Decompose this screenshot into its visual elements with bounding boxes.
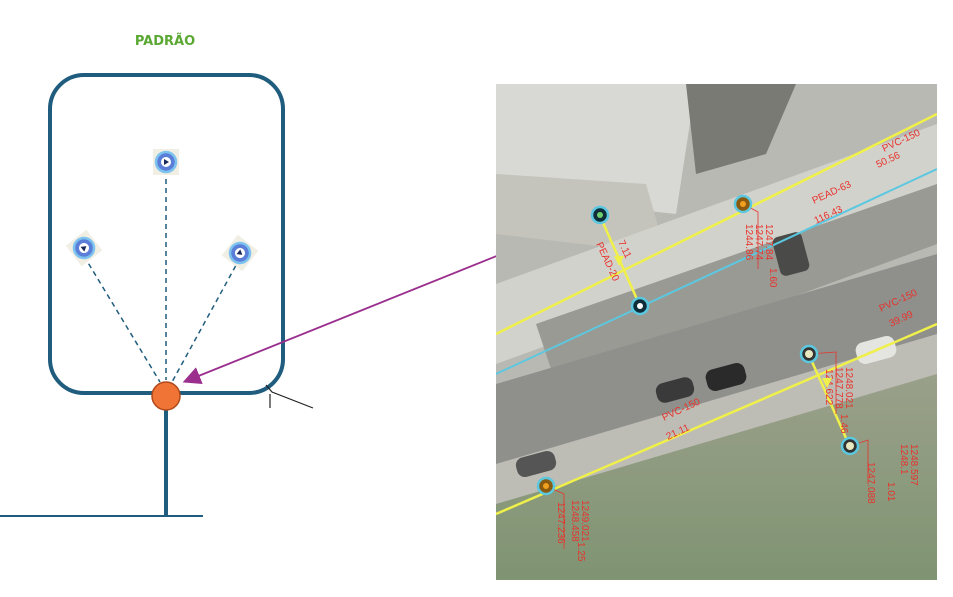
- node-label: 1248.597: [908, 444, 919, 486]
- node-label: 1248.1: [898, 444, 909, 475]
- node-label: 1247.088: [865, 462, 876, 504]
- node-icon[interactable]: [799, 344, 819, 364]
- node-label: 1249.021: [579, 500, 590, 542]
- node-icon[interactable]: [840, 436, 860, 456]
- dashed-link-left: [83, 255, 161, 383]
- corner-line: [265, 384, 314, 409]
- aerial-map: PVC-150 50.56 PEAD-63 116.43 PVC-150 39.…: [496, 84, 937, 580]
- node-label: 1.46: [838, 414, 849, 434]
- node-label: 1248.458: [569, 500, 580, 542]
- node-label: 1247.236: [555, 502, 566, 544]
- node-label: 1.60: [767, 268, 778, 288]
- diagram-title: PADRÃO: [134, 34, 196, 49]
- node-label: 1.25: [575, 542, 586, 562]
- node-label: 1.01: [885, 482, 896, 502]
- node-icon[interactable]: [733, 194, 753, 214]
- node-icon[interactable]: [630, 296, 650, 316]
- water-meter-icon[interactable]: [65, 229, 103, 267]
- connection-node-icon[interactable]: [151, 381, 181, 411]
- node-label: 1247.84: [763, 224, 774, 261]
- node-icon[interactable]: [590, 205, 610, 225]
- node-label: 1247.778: [833, 367, 844, 409]
- node-label: 1244.86: [743, 224, 754, 261]
- node-label: 124.622: [823, 369, 834, 406]
- node-label: 1248.021: [843, 367, 854, 409]
- node-icon[interactable]: [536, 476, 556, 496]
- water-meter-icon[interactable]: [221, 234, 259, 272]
- node-label: 1247.74: [753, 224, 764, 261]
- water-meter-icon[interactable]: [153, 149, 179, 175]
- dashed-link-right: [171, 257, 241, 383]
